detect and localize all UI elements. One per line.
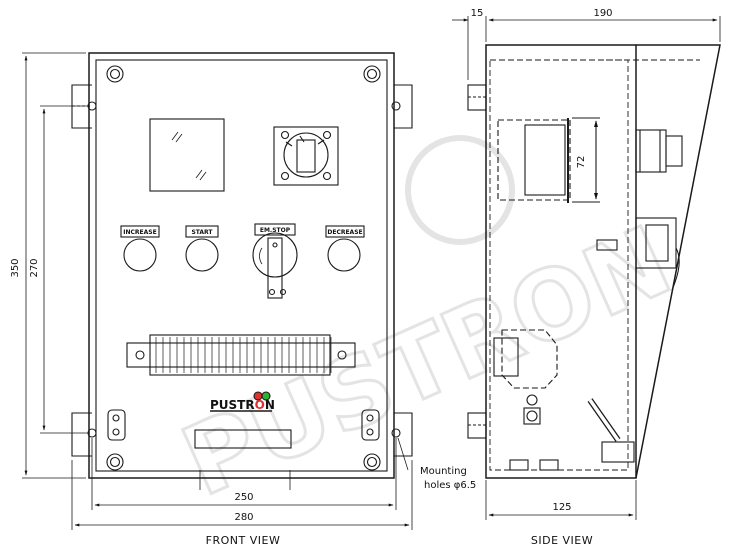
display-window bbox=[149, 118, 225, 192]
front-dim-350: 350 bbox=[10, 258, 21, 277]
brand-part-1: PUSTR bbox=[210, 398, 255, 412]
increase-label: INCREASE bbox=[123, 229, 156, 236]
indicator-green bbox=[261, 391, 271, 401]
start-label: START bbox=[191, 229, 213, 236]
terminal-rail bbox=[126, 334, 356, 376]
side-dim-72: 72 bbox=[576, 156, 587, 169]
earth-terminals bbox=[107, 409, 380, 441]
side-lid bbox=[635, 44, 721, 479]
label-plate bbox=[194, 429, 292, 449]
side-dim-190: 190 bbox=[593, 8, 612, 19]
brand-logo: PUSTRON bbox=[210, 398, 275, 412]
watermark: PUSTRON bbox=[165, 135, 688, 520]
brand-o: O bbox=[255, 398, 265, 412]
front-dim-250: 250 bbox=[234, 492, 253, 503]
front-view-caption: FRONT VIEW bbox=[206, 534, 281, 547]
front-view bbox=[22, 52, 413, 530]
mounting-note-line2: holes φ6.5 bbox=[424, 480, 476, 491]
side-dim-125: 125 bbox=[552, 502, 571, 513]
side-view-caption: SIDE VIEW bbox=[531, 534, 593, 547]
corner-screws bbox=[106, 65, 381, 471]
front-dim-270: 270 bbox=[29, 258, 40, 277]
brand-part-2: N bbox=[265, 398, 275, 412]
side-view bbox=[452, 16, 721, 520]
front-dimension-lines bbox=[22, 52, 413, 530]
enclosure-inner bbox=[95, 59, 388, 472]
start-button-group bbox=[185, 225, 219, 272]
increase-button-group bbox=[120, 225, 160, 272]
side-dim-15: 15 bbox=[471, 8, 484, 19]
front-dim-280: 280 bbox=[234, 512, 253, 523]
watermark-o bbox=[405, 135, 515, 245]
selector-switch bbox=[273, 126, 339, 186]
em-stop-group bbox=[252, 223, 298, 299]
em-stop-label: EM.STOP bbox=[260, 227, 291, 234]
decrease-label: DECREASE bbox=[327, 229, 362, 236]
mounting-brackets bbox=[71, 84, 413, 457]
side-dimension-lines bbox=[452, 16, 721, 520]
mounting-note-line1: Mounting bbox=[420, 466, 467, 477]
decrease-button-group bbox=[325, 225, 365, 272]
enclosure-outer bbox=[88, 52, 395, 479]
